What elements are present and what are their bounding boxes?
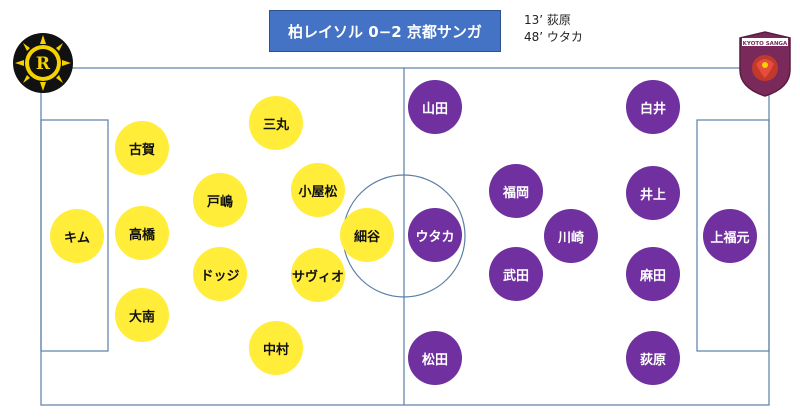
away-player: 武田 (489, 247, 543, 301)
home-player: 中村 (249, 321, 303, 375)
home-player: 小屋松 (291, 163, 345, 217)
away-player: 麻田 (626, 247, 680, 301)
away-penalty-area (696, 119, 770, 352)
kyoto-sanga-crest-icon: KYOTO SANGA (739, 31, 791, 97)
home-player: 古賀 (115, 121, 169, 175)
away-player: 松田 (408, 331, 462, 385)
goal-list: 13’ 荻原 48’ ウタカ (524, 12, 583, 46)
kashiwa-reysol-crest-icon: R (13, 33, 73, 93)
home-player-gk: キム (50, 209, 104, 263)
away-player-gk: 上福元 (703, 209, 757, 263)
away-player: 山田 (408, 80, 462, 134)
home-penalty-area (40, 119, 109, 352)
svg-text:KYOTO SANGA: KYOTO SANGA (743, 41, 788, 47)
home-player: 三丸 (249, 96, 303, 150)
goal-entry: 48’ ウタカ (524, 30, 583, 44)
away-player: 井上 (626, 166, 680, 220)
home-player: ドッジ (193, 247, 247, 301)
svg-text:R: R (36, 54, 51, 74)
goal-entry: 13’ 荻原 (524, 13, 571, 27)
home-player: サヴィオ (291, 248, 345, 302)
away-player: 白井 (626, 80, 680, 134)
away-player: ウタカ (408, 208, 462, 262)
home-player: 大南 (115, 288, 169, 342)
home-player: 高橋 (115, 206, 169, 260)
away-player: 川崎 (544, 209, 598, 263)
home-player: 細谷 (340, 208, 394, 262)
match-score-banner: 柏レイソル 0−2 京都サンガ (269, 10, 501, 52)
away-player: 福岡 (489, 164, 543, 218)
away-player: 荻原 (626, 331, 680, 385)
home-player: 戸嶋 (193, 173, 247, 227)
